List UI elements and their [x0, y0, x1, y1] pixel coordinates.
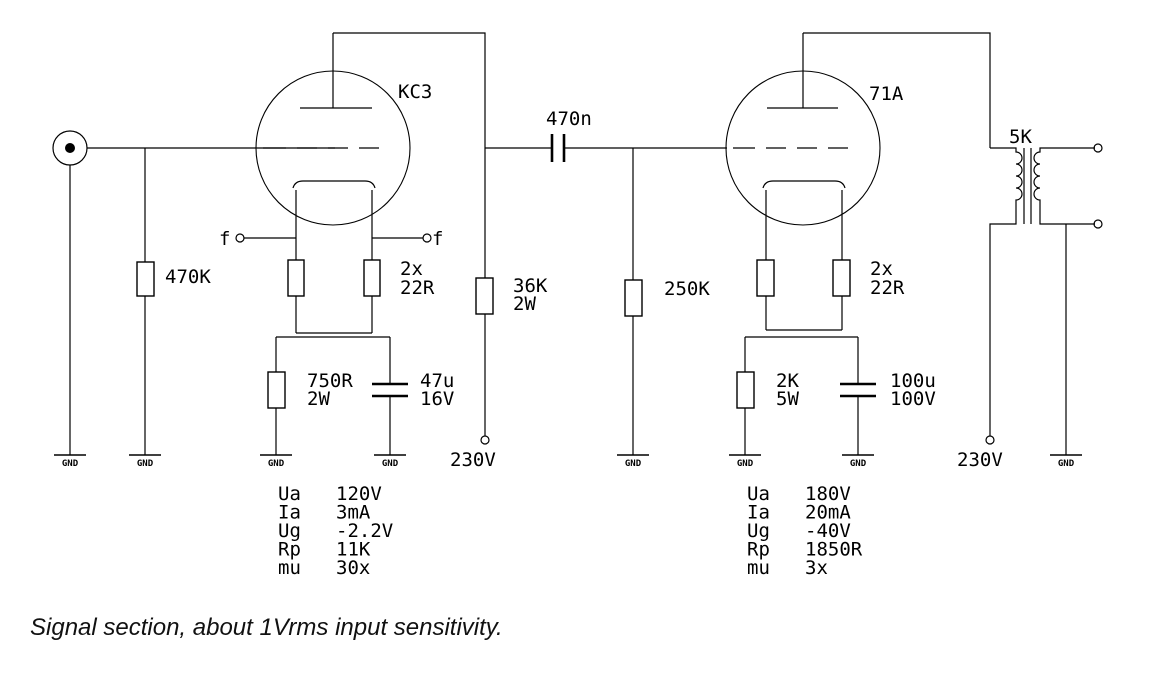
tube2-cathode-r-l2: 5W: [776, 388, 799, 410]
tube2-supply: 230V: [957, 449, 1003, 471]
tube1-grid-stop-l2: 22R: [400, 277, 435, 299]
param-label: Ia: [747, 502, 770, 524]
param-value: 120V: [336, 483, 382, 505]
resistor-22r-c: [756, 259, 775, 297]
param-label: mu: [747, 557, 770, 579]
input-jack: [52, 130, 88, 166]
tube2-grid-stop-l1: 2x: [870, 258, 893, 280]
tube1-plate-r-l2: 2W: [513, 293, 536, 315]
resistor-2k: [736, 371, 755, 409]
param-label: Ug: [278, 520, 301, 542]
ground-label: GND: [737, 459, 754, 469]
resistor-22r-a: [287, 259, 305, 297]
ground-label: GND: [268, 459, 285, 469]
tube2-cathode-c-l2: 100V: [890, 388, 936, 410]
tube2-name: 71A: [869, 83, 904, 105]
resistor-22r-d: [832, 259, 851, 297]
ground-symbols: GND GND GND GND GND GND GND GND: [54, 454, 1082, 469]
tube1-params: Ua 120V Ia 3mA Ug -2.2V Rp 11K mu 30x: [278, 483, 393, 579]
filament-right-label: f: [432, 228, 443, 250]
param-value: 3mA: [336, 502, 371, 524]
transformer-label: 5K: [1009, 126, 1032, 148]
tube-71a: [725, 33, 881, 260]
param-label: Ua: [278, 483, 301, 505]
ground-label: GND: [137, 459, 154, 469]
param-label: Ia: [278, 502, 301, 524]
output-transformer: [989, 147, 1095, 436]
resistor-470k: [136, 261, 155, 297]
tube2-grid-stop-l2: 22R: [870, 277, 905, 299]
tube2-cathode-r-l1: 2K: [776, 370, 799, 392]
ground-label: GND: [1058, 459, 1075, 469]
tube1-name: KC3: [398, 81, 432, 103]
resistor-750r: [267, 371, 286, 409]
tube1-cathode-r-l2: 2W: [307, 388, 330, 410]
tube1-plate-r-l1: 36K: [513, 275, 548, 297]
tube1-supply: 230V: [450, 449, 496, 471]
filament-left-label: f: [219, 228, 230, 250]
tube1-cathode-r-l1: 750R: [307, 370, 353, 392]
param-label: mu: [278, 557, 301, 579]
resistor-22r-b: [363, 259, 381, 297]
tube1-grid-stop-l1: 2x: [400, 258, 423, 280]
param-value: 1850R: [805, 539, 863, 561]
schematic-diagram: 470K KC3 f f 2x 22R 750R 2W 47u 16V 230V…: [52, 32, 1103, 579]
figure-caption: Signal section, about 1Vrms input sensit…: [30, 614, 503, 641]
param-value: 3x: [805, 557, 828, 579]
resistor-250k: [624, 279, 643, 317]
param-value: 20mA: [805, 502, 851, 524]
resistor-36k: [475, 277, 494, 315]
tube2-cathode-c-l1: 100u: [890, 370, 936, 392]
tube-kc3: [255, 33, 411, 263]
ground-label: GND: [62, 459, 79, 469]
param-value: 30x: [336, 557, 370, 579]
param-label: Ua: [747, 483, 770, 505]
tube2-params: Ua 180V Ia 20mA Ug -40V Rp 1850R mu 3x: [747, 483, 863, 579]
ground-label: GND: [382, 459, 399, 469]
label-470k: 470K: [165, 266, 211, 288]
param-label: Ug: [747, 520, 770, 542]
ground-label: GND: [625, 459, 642, 469]
tube1-cathode-c-l2: 16V: [420, 388, 454, 410]
ground-label: GND: [850, 459, 867, 469]
param-value: -40V: [805, 520, 851, 542]
tube1-cathode-c-l1: 47u: [420, 370, 454, 392]
param-label: Rp: [747, 539, 770, 561]
param-label: Rp: [278, 539, 301, 561]
param-value: 180V: [805, 483, 851, 505]
coupling-cap-label: 470n: [546, 108, 592, 130]
param-value: -2.2V: [336, 520, 393, 542]
param-value: 11K: [336, 539, 371, 561]
tube2-grid-leak-label: 250K: [664, 278, 710, 300]
